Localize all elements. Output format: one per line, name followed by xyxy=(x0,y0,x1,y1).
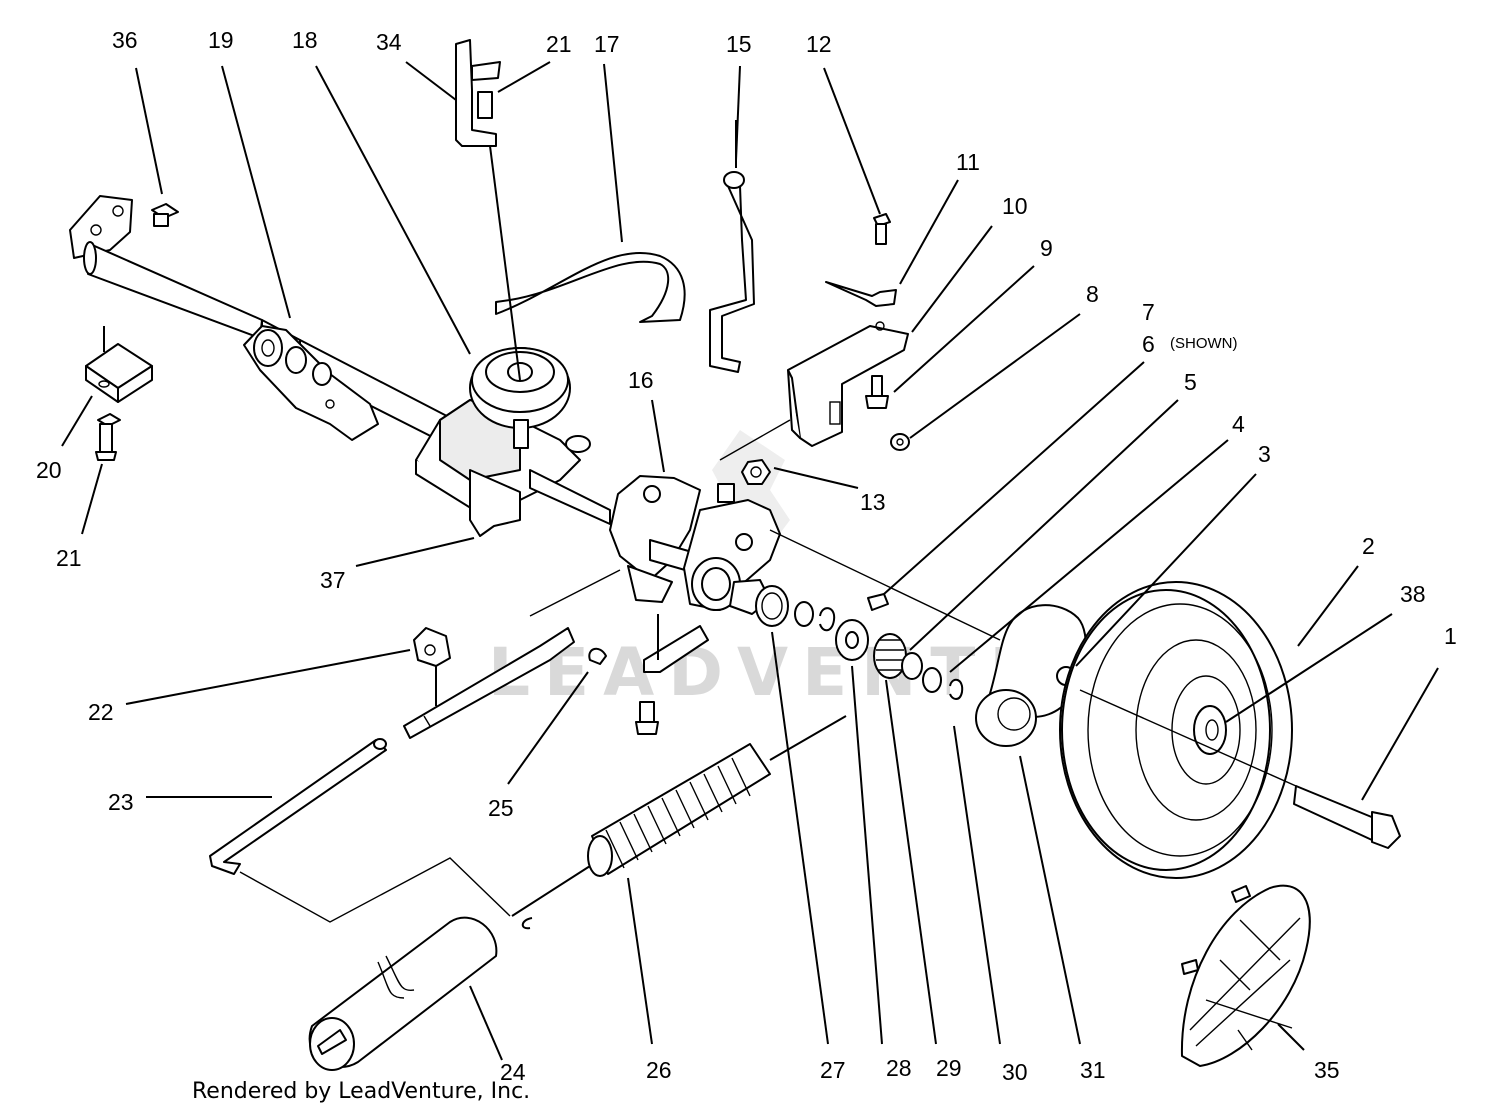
assembly-lines xyxy=(239,419,1297,923)
part-bolt-21-left xyxy=(95,413,121,461)
part-transmission xyxy=(415,347,611,537)
callout-35: 35 xyxy=(1314,1057,1340,1083)
callout-10: 10 xyxy=(1002,193,1028,219)
callout-9: 9 xyxy=(1040,235,1053,261)
part-pin-11 xyxy=(825,281,897,307)
part-axle xyxy=(69,195,471,457)
part-bracket-10 xyxy=(787,321,909,447)
part-bracket-20 xyxy=(85,326,153,403)
part-bolt-12 xyxy=(873,213,891,245)
part-bushing-27 xyxy=(691,557,789,627)
part-clip-25 xyxy=(588,647,607,665)
callout-26: 26 xyxy=(646,1057,672,1083)
callout-12: 12 xyxy=(806,31,832,57)
callout-16: 16 xyxy=(628,367,654,393)
part-gear-29 xyxy=(873,633,964,700)
callout-25: 25 xyxy=(488,795,514,821)
part-cable-15 xyxy=(709,120,755,373)
callout-20: 20 xyxy=(36,457,62,483)
part-rod-23 xyxy=(209,738,387,875)
callout-29: 29 xyxy=(936,1055,962,1081)
credit-text: Rendered by LeadVenture, Inc. xyxy=(192,1079,530,1104)
callout-2: 2 xyxy=(1362,533,1375,559)
part-bracket-19 xyxy=(243,325,379,441)
callout-34: 34 xyxy=(376,29,402,55)
callout-28: 28 xyxy=(886,1055,912,1081)
part-cable-17 xyxy=(495,251,686,323)
part-bracket-lower xyxy=(635,614,709,735)
part-grip-24 xyxy=(308,916,498,1071)
callout-11: 11 xyxy=(956,149,980,175)
callout-21-top: 21 xyxy=(546,31,572,57)
callout-23: 23 xyxy=(108,789,134,815)
callout-36: 36 xyxy=(112,27,138,53)
callout-21-left: 21 xyxy=(56,545,82,571)
part-hubcap-35 xyxy=(1180,884,1311,1067)
callout-27: 27 xyxy=(820,1057,846,1083)
leader-lines xyxy=(61,61,1439,1061)
part-washer-8 xyxy=(890,433,910,451)
part-nut-13 xyxy=(741,459,771,485)
callout-37: 37 xyxy=(320,567,346,593)
part-bolt-9 xyxy=(865,375,889,409)
callout-31: 31 xyxy=(1080,1057,1106,1083)
part-hub-31 xyxy=(975,604,1087,747)
callout-4: 4 xyxy=(1232,411,1245,437)
callout-18: 18 xyxy=(292,27,318,53)
part-rod-22 xyxy=(403,627,575,739)
callout-15: 15 xyxy=(726,31,752,57)
callout-13: 13 xyxy=(860,489,886,515)
part-clips xyxy=(794,593,889,661)
part-bracket-34 xyxy=(455,39,521,381)
callout-1: 1 xyxy=(1444,623,1457,649)
callout-3: 3 xyxy=(1258,441,1271,467)
part-wheel-2 xyxy=(1059,581,1293,879)
callout-22: 22 xyxy=(88,699,114,725)
part-spring-26 xyxy=(511,715,847,930)
callout-19: 19 xyxy=(208,27,234,53)
callout-24: 24 xyxy=(500,1059,526,1085)
callout-6-note: (SHOWN) xyxy=(1170,335,1238,352)
callout-labels: 36 19 18 34 21 17 15 12 11 10 9 8 7 6 (S… xyxy=(36,27,1457,1085)
callout-8: 8 xyxy=(1086,281,1099,307)
callout-17: 17 xyxy=(594,31,620,57)
part-bolt-36 xyxy=(151,203,179,227)
part-bolt-1 xyxy=(1293,785,1401,849)
callout-6: 6 xyxy=(1142,331,1155,357)
callout-7: 7 xyxy=(1142,299,1155,325)
callout-38: 38 xyxy=(1400,581,1426,607)
callout-5: 5 xyxy=(1184,369,1197,395)
callout-30: 30 xyxy=(1002,1059,1028,1085)
